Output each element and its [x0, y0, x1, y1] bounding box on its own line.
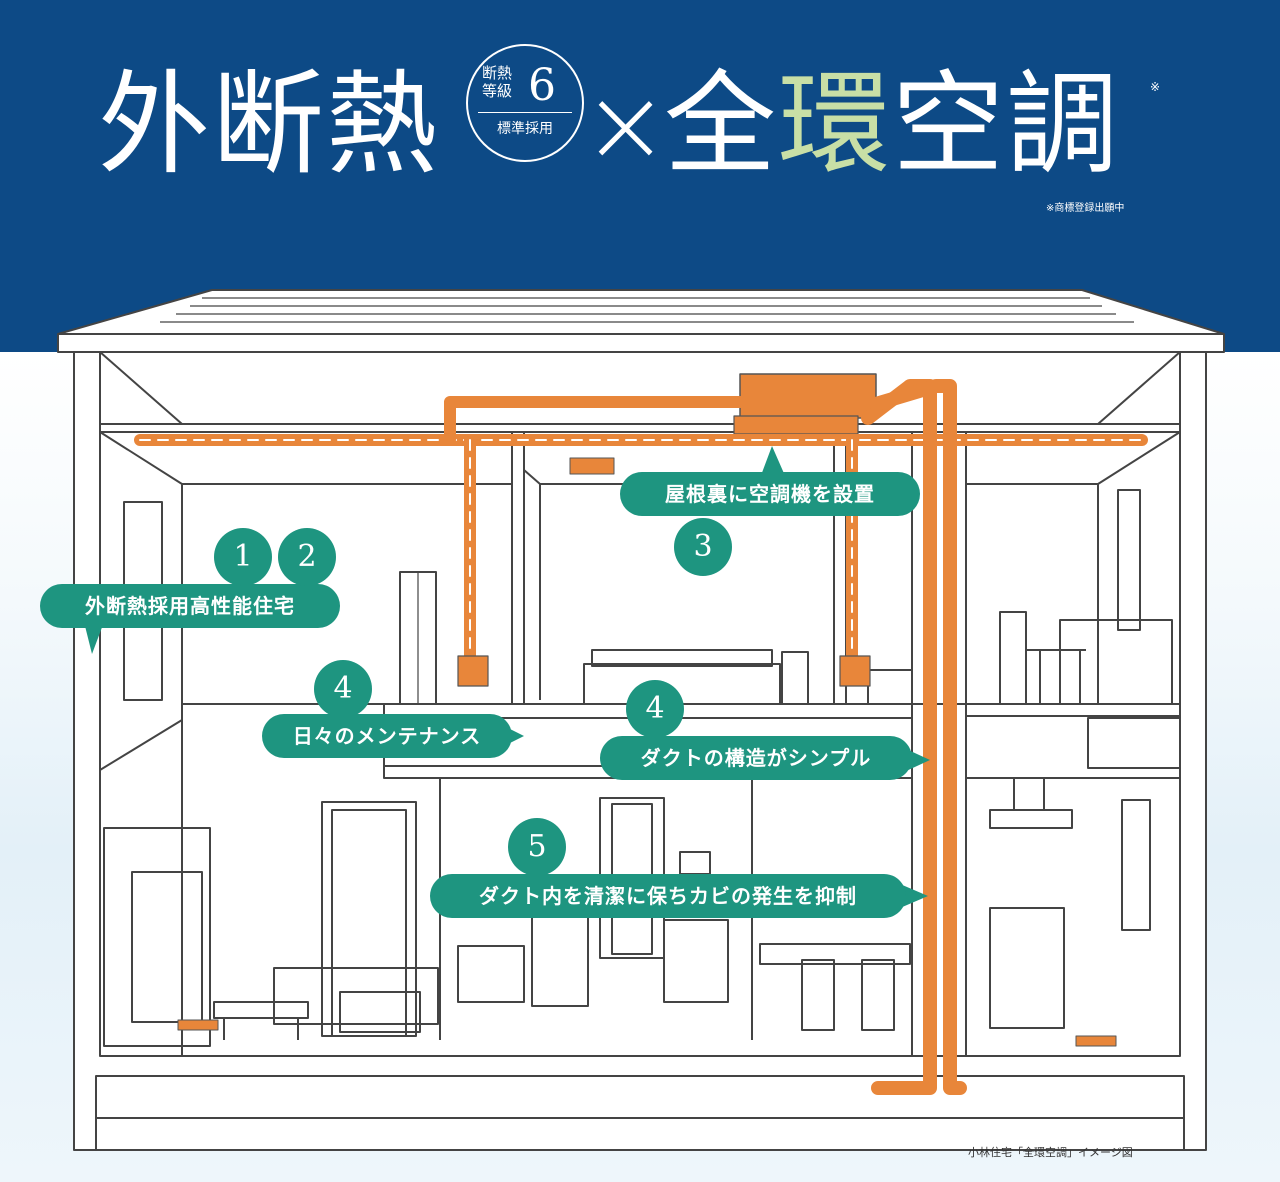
badge-text-top: 断熱等級	[482, 64, 513, 100]
trademark-mark: ※	[1150, 80, 1161, 94]
callout-simple-duct-structure: ダクトの構造がシンプル	[600, 736, 912, 780]
title-outer-insulation: 外断熱	[98, 60, 440, 190]
title-char-1: 全	[664, 60, 778, 190]
callout-high-performance-house: 外断熱採用高性能住宅	[40, 584, 340, 628]
roof	[57, 289, 1225, 353]
tail-c5	[900, 884, 928, 908]
lower-floor	[100, 720, 1180, 1057]
callout-attic-air-conditioner: 屋根裏に空調機を設置	[620, 472, 920, 516]
tail-c12	[84, 622, 104, 654]
title-times-sign: ×	[582, 64, 672, 186]
air-conditioner-unit	[739, 373, 877, 419]
insulation-grade-badge: 断熱等級 6 標準採用	[466, 44, 584, 162]
badge-grade-number: 6	[528, 60, 556, 111]
marker-number-3: 3	[674, 518, 732, 576]
trademark-note: ※商標登録出願中	[1046, 203, 1125, 214]
title-char-accent: 環	[778, 60, 892, 190]
marker-number-1: 1	[214, 528, 272, 586]
title-full-air-conditioning: 全環空調	[664, 60, 1120, 190]
duct-system	[134, 373, 1148, 1095]
marker-number-5: 5	[508, 818, 566, 876]
tail-c3	[760, 446, 786, 478]
badge-divider	[478, 112, 572, 113]
title-char-2: 空調	[892, 60, 1120, 190]
image-caption: 小林住宅「全環空調」イメージ図	[968, 1146, 1133, 1159]
marker-number-2: 2	[278, 528, 336, 586]
marker-number-4a: 4	[314, 660, 372, 718]
marker-number-4b: 4	[626, 680, 684, 738]
badge-text-bottom: 標準採用	[497, 121, 553, 137]
callout-clean-duct-prevent-mold: ダクト内を清潔に保ちカビの発生を抑制	[430, 874, 906, 918]
callout-daily-maintenance: 日々のメンテナンス	[262, 714, 512, 758]
